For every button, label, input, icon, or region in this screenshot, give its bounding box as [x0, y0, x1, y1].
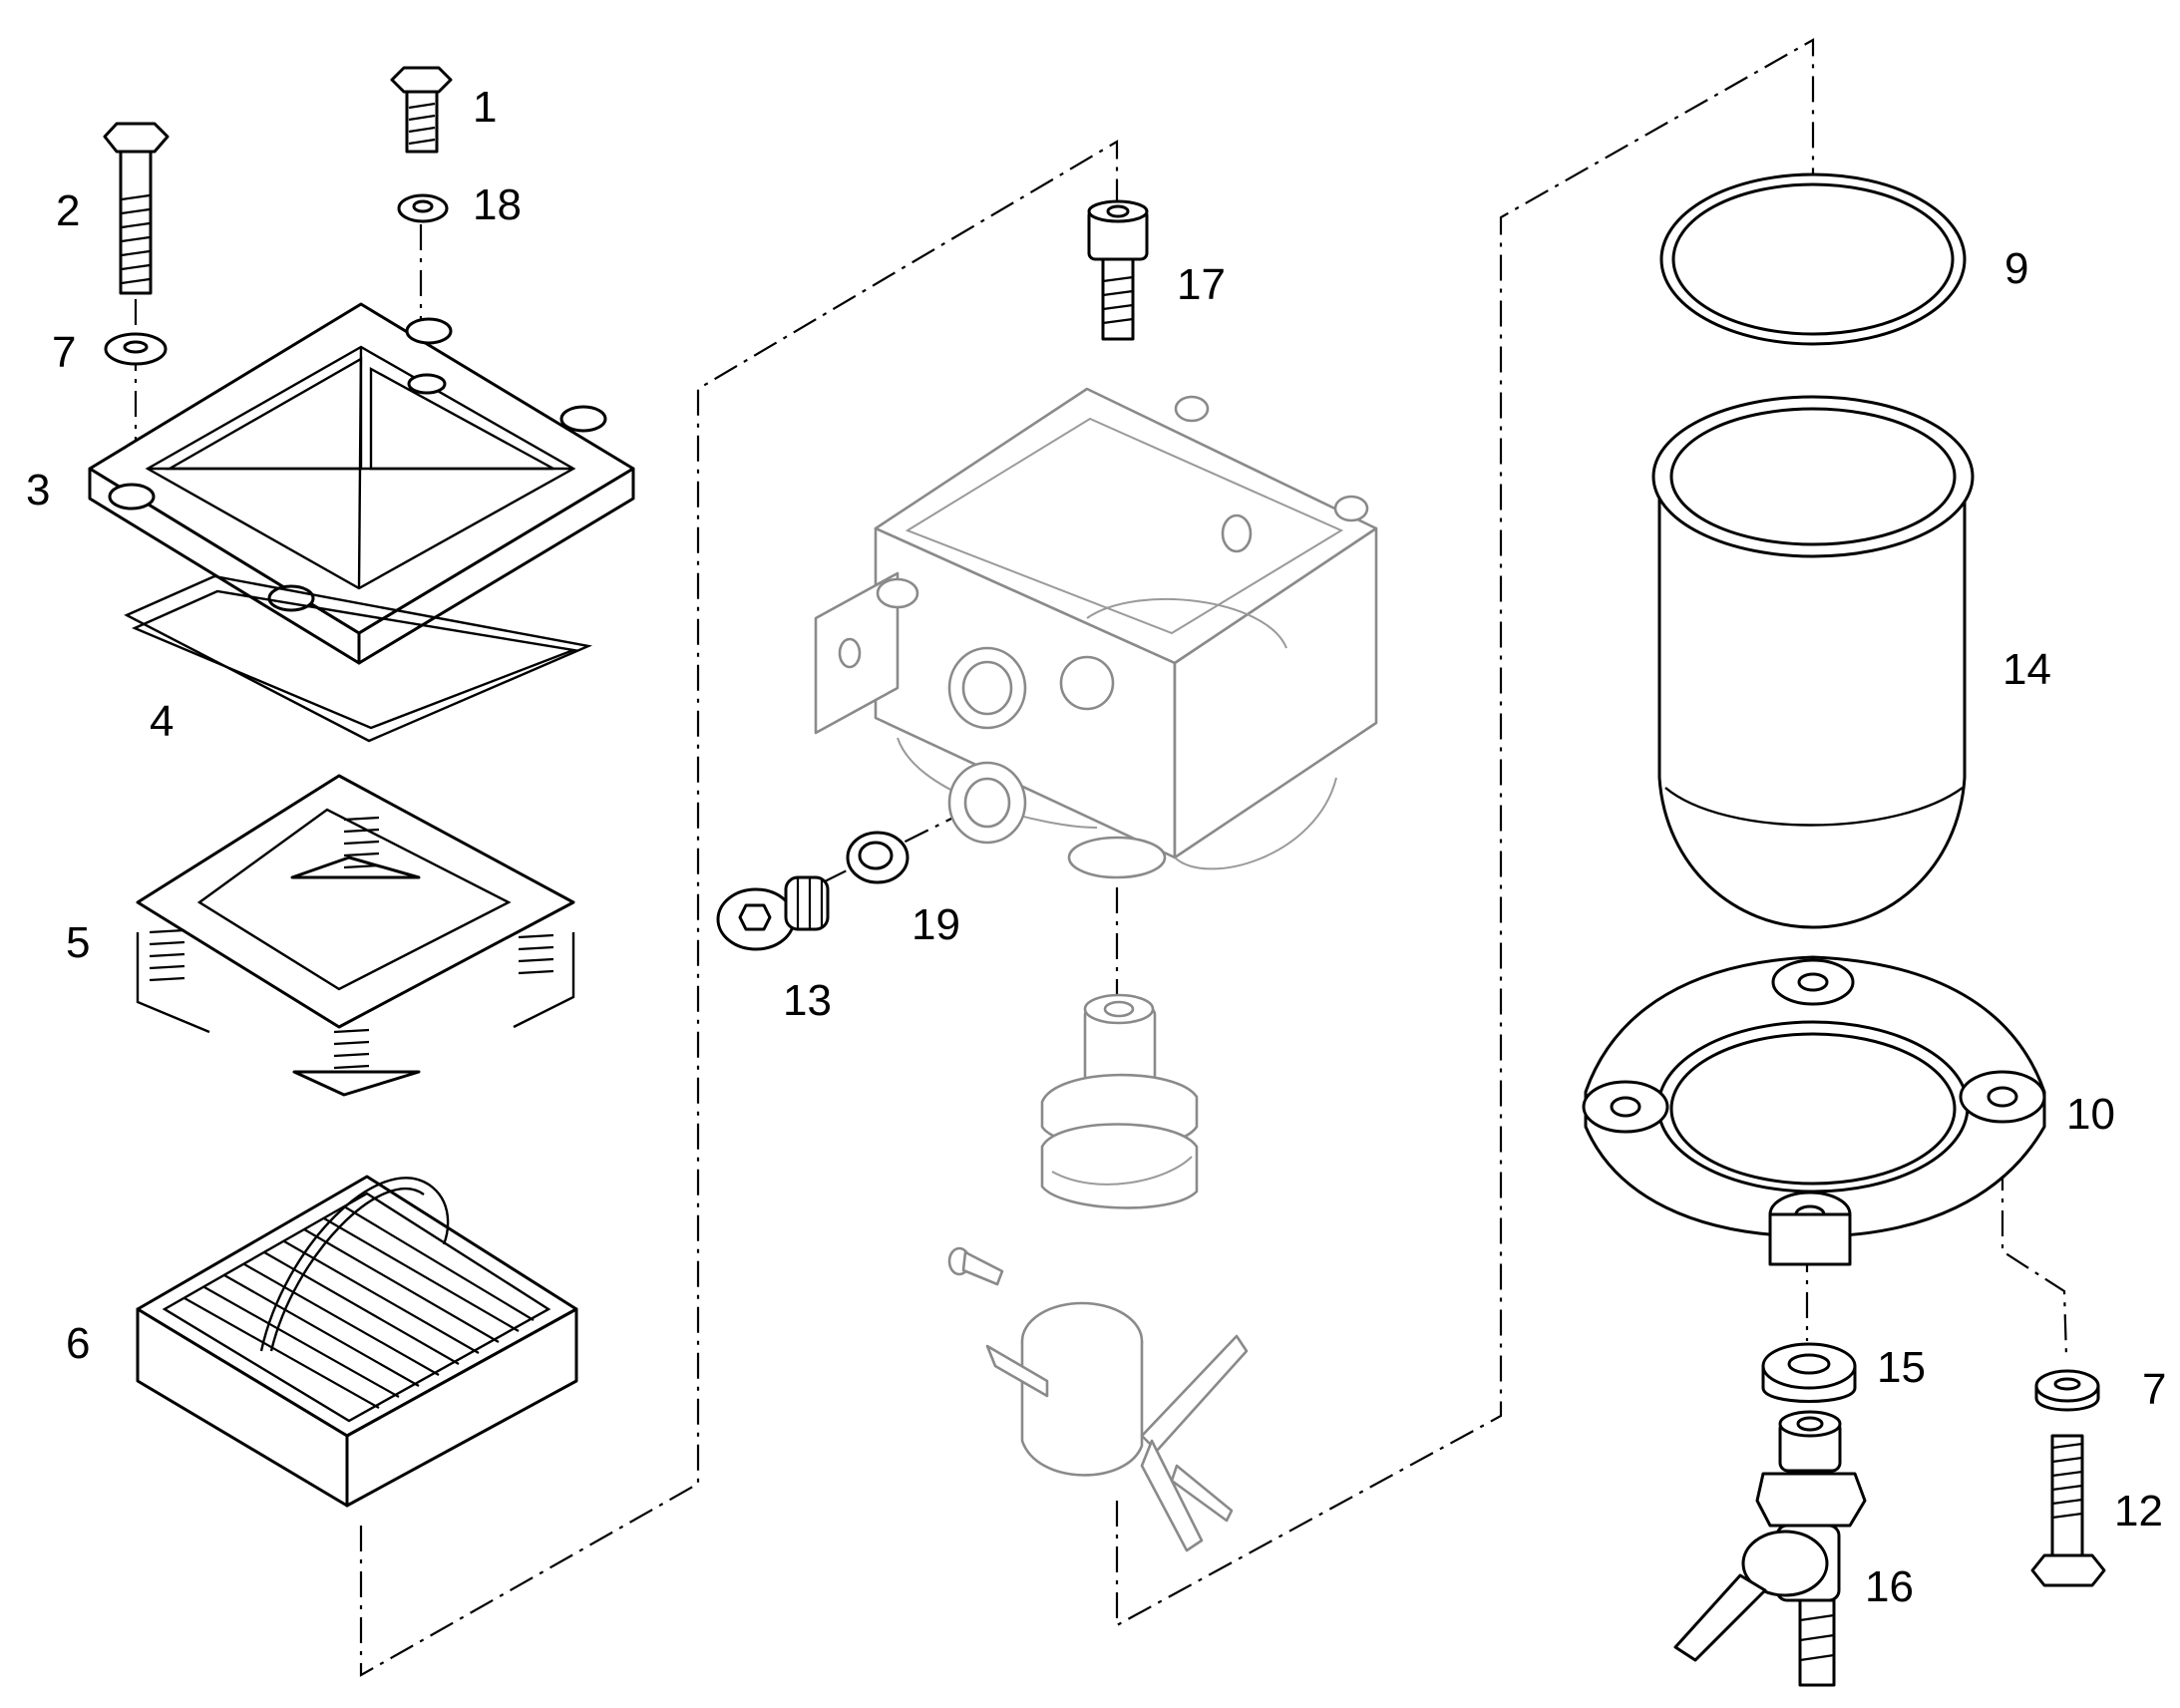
callout-labels: 1 2 3 4 5 6 7 7 9 10 12 13 14 15 16 17 1… — [26, 83, 2166, 1611]
part-7-washer-right — [2034, 1369, 2100, 1412]
callout-3: 3 — [26, 466, 50, 514]
part-3-cover — [88, 302, 635, 665]
callout-13: 13 — [783, 976, 832, 1025]
callout-18: 18 — [473, 180, 522, 229]
part-2-bolt — [103, 122, 170, 295]
callout-9: 9 — [2004, 244, 2028, 293]
screw — [947, 1246, 1004, 1286]
callout-7-left: 7 — [52, 328, 76, 377]
callout-7-right: 7 — [2142, 1365, 2166, 1414]
callout-19: 19 — [911, 900, 960, 949]
part-16-drain-tap — [1673, 1410, 1867, 1687]
part-17-bolt — [1087, 199, 1149, 341]
flow-director — [1040, 993, 1199, 1209]
part-13-drain-plug — [716, 875, 830, 951]
clip — [985, 1301, 1249, 1552]
callout-15: 15 — [1877, 1343, 1926, 1392]
part-1-bolt — [390, 66, 453, 154]
callout-2: 2 — [56, 186, 80, 235]
callout-5: 5 — [66, 918, 90, 967]
part-6-filter-element — [136, 1175, 578, 1508]
part-9-o-ring — [1659, 172, 1967, 346]
part-5-spring-frame — [136, 774, 575, 1097]
callout-12: 12 — [2114, 1487, 2163, 1536]
callout-6: 6 — [66, 1319, 90, 1368]
part-15-washer — [1761, 1342, 1857, 1403]
callout-14: 14 — [2002, 645, 2051, 694]
part-18-washer — [397, 193, 449, 223]
axis-center-lower — [1115, 38, 1815, 1627]
part-7-washer-left — [104, 332, 168, 366]
callout-1: 1 — [473, 83, 497, 132]
part-12-bolt — [2030, 1434, 2106, 1587]
axis-plug-13 — [822, 815, 958, 883]
part-19-seal-ring — [846, 831, 909, 884]
callout-10: 10 — [2066, 1090, 2115, 1139]
part-4-gasket — [124, 574, 593, 743]
part-14-bowl — [1651, 395, 1975, 929]
callout-17: 17 — [1177, 260, 1226, 309]
part-10-bowl-ring — [1582, 955, 2046, 1266]
axis-left-to-center — [359, 140, 1119, 1677]
callout-16: 16 — [1865, 1562, 1914, 1611]
filter-housing — [814, 387, 1378, 879]
callout-4: 4 — [150, 697, 174, 746]
